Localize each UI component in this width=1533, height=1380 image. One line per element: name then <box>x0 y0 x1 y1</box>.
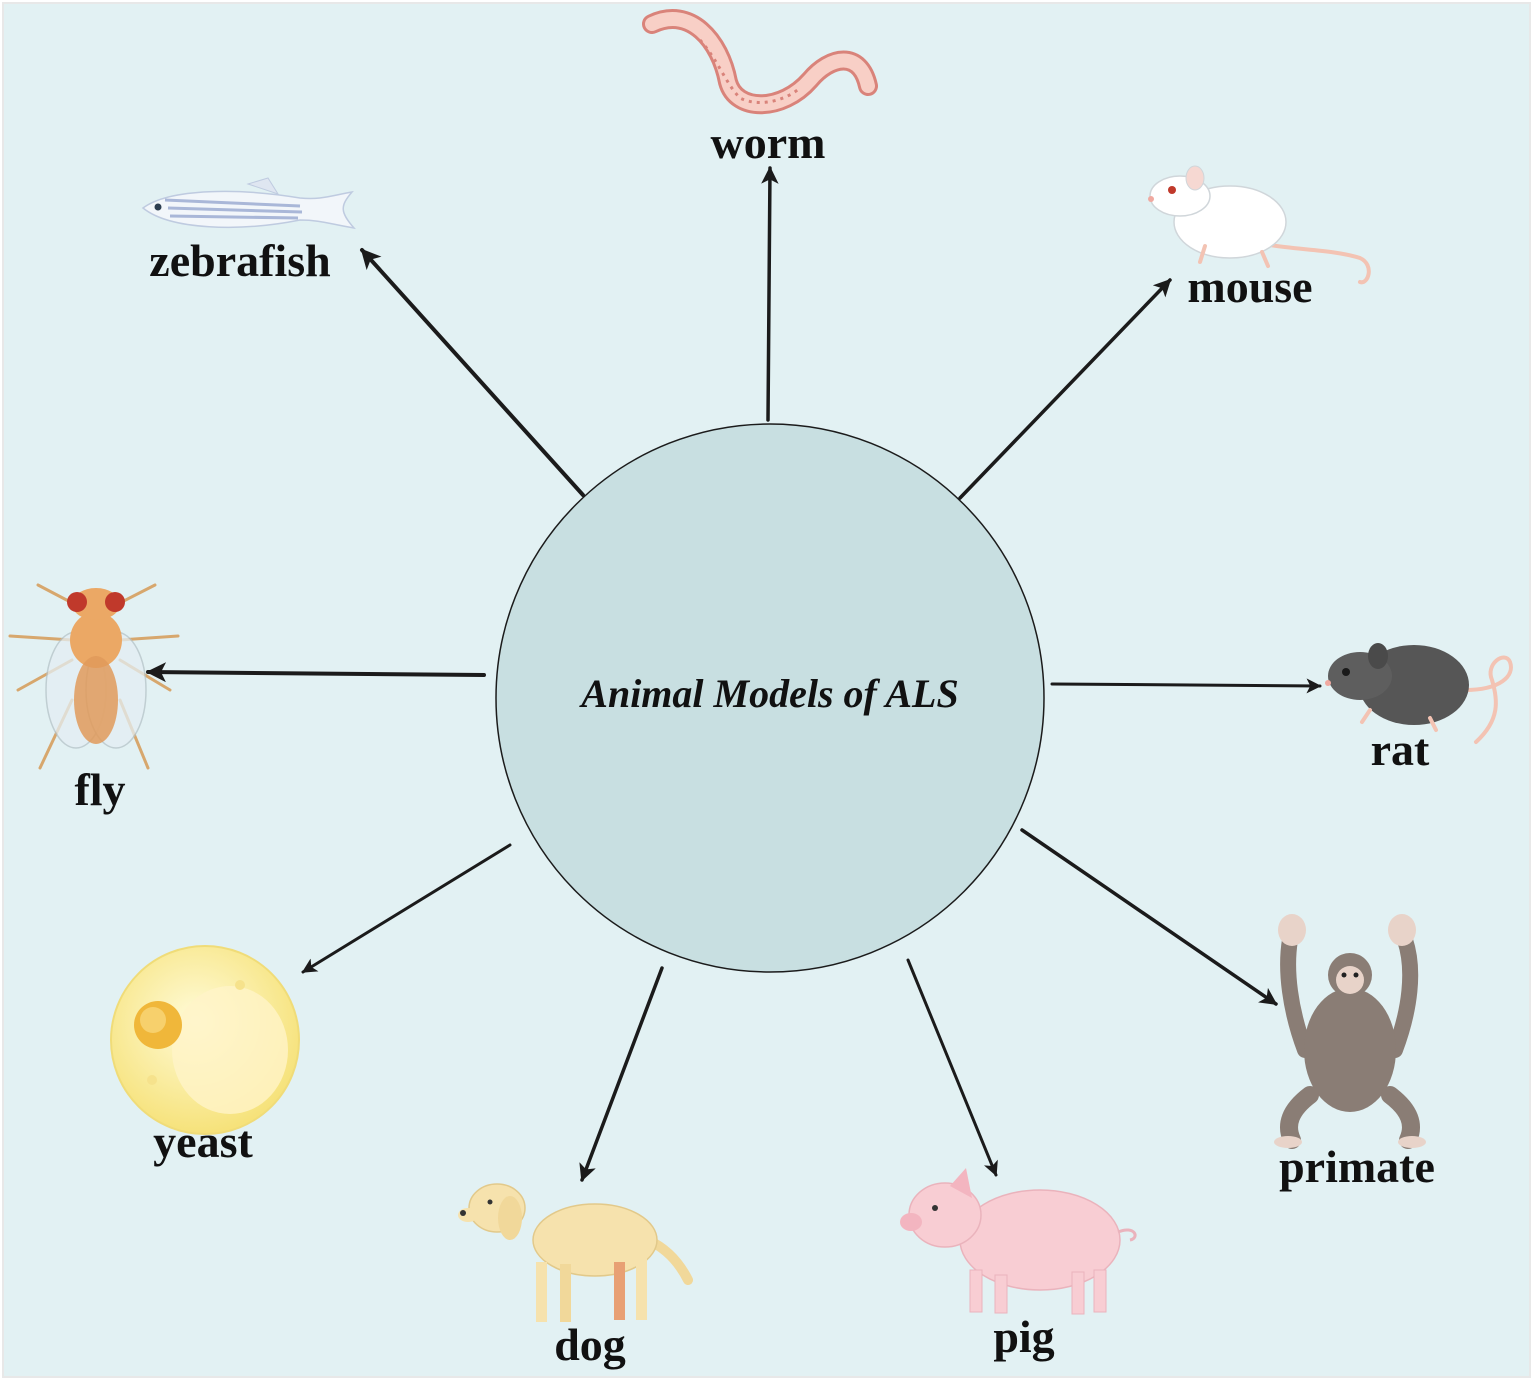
node-label-rat: rat <box>1371 724 1430 775</box>
zebrafish-icon <box>141 177 356 230</box>
yeast-icon <box>110 945 300 1135</box>
pig-icon <box>900 1168 1137 1315</box>
center-label: Animal Models of ALS <box>578 671 958 716</box>
fly-icon <box>8 583 180 770</box>
node-label-worm: worm <box>711 117 826 168</box>
node-label-mouse: mouse <box>1187 261 1312 312</box>
node-label-zebrafish: zebrafish <box>149 235 330 286</box>
edge-to-primate <box>1020 828 1278 1006</box>
node-label-pig: pig <box>993 1311 1054 1362</box>
edges <box>146 166 1322 1182</box>
dog-icon <box>458 1183 693 1322</box>
rat-icon <box>1325 643 1513 744</box>
edge-to-worm <box>761 166 779 422</box>
edge-to-yeast <box>301 843 512 974</box>
edge-to-pig <box>906 958 998 1177</box>
worm-icon <box>642 9 878 115</box>
center-hub <box>495 423 1045 973</box>
edge-to-dog <box>579 966 664 1182</box>
node-label-dog: dog <box>554 1319 626 1370</box>
edge-to-zebrafish <box>360 248 585 497</box>
primate-icon <box>1274 914 1426 1149</box>
edge-to-rat <box>1050 678 1322 694</box>
edge-to-mouse <box>958 278 1172 500</box>
node-label-fly: fly <box>74 764 125 815</box>
node-label-primate: primate <box>1279 1141 1435 1192</box>
node-label-yeast: yeast <box>153 1116 253 1167</box>
edge-to-fly <box>146 662 486 683</box>
mouse-icon <box>1148 165 1371 285</box>
